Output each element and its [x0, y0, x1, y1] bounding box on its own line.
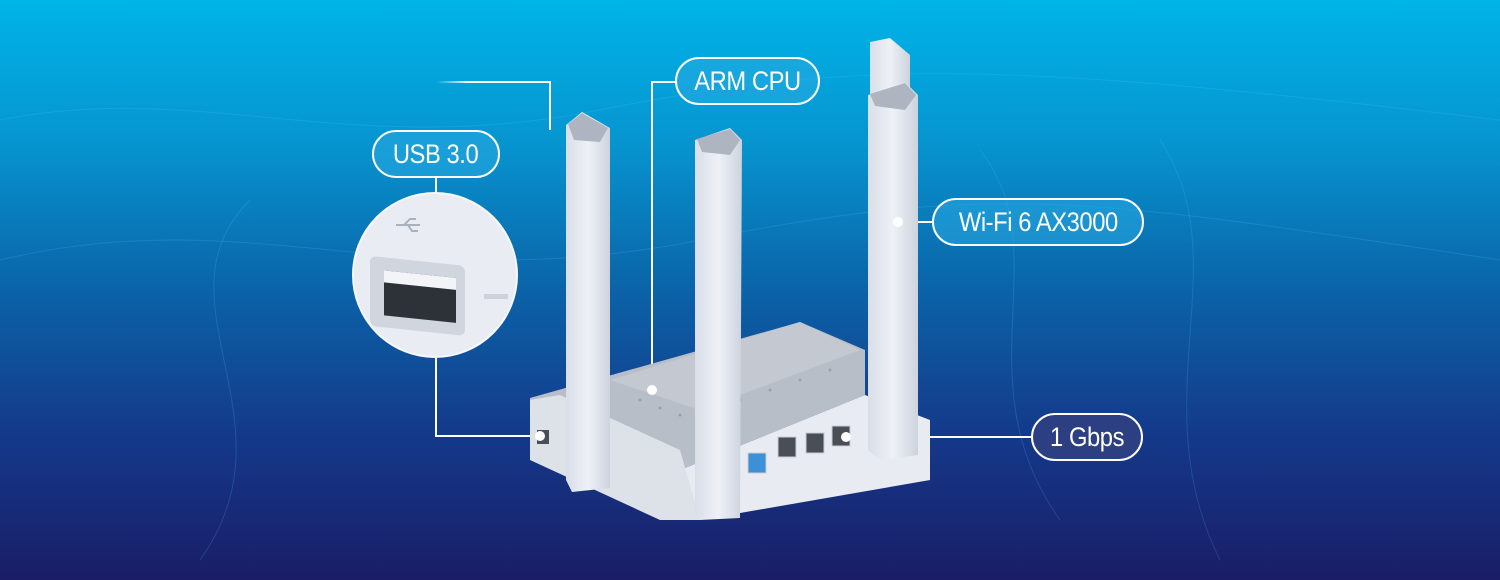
- callout-cpu-label: ARM CPU: [694, 66, 801, 96]
- callout-ethernet-label: 1 Gbps: [1050, 422, 1124, 452]
- callout-usb-label: USB 3.0: [393, 139, 479, 169]
- callout-lines: [435, 81, 1180, 438]
- callout-dots: [535, 217, 903, 442]
- usb-symbol-icon: [396, 218, 420, 232]
- router: [530, 38, 930, 520]
- antenna-left: [566, 112, 610, 492]
- callout-wifi-label: Wi-Fi 6 AX3000: [958, 207, 1118, 237]
- ethernet-ports: [747, 425, 851, 474]
- callout-ethernet: 1 Gbps: [1031, 413, 1143, 461]
- callout-wifi: Wi-Fi 6 AX3000: [932, 198, 1144, 246]
- callout-cpu: ARM CPU: [675, 57, 820, 105]
- usb-port-closeup: [352, 192, 518, 358]
- callout-usb: USB 3.0: [372, 130, 500, 178]
- antenna-right: [868, 82, 918, 460]
- router-front-panel: [680, 395, 930, 520]
- antenna-middle: [695, 128, 742, 520]
